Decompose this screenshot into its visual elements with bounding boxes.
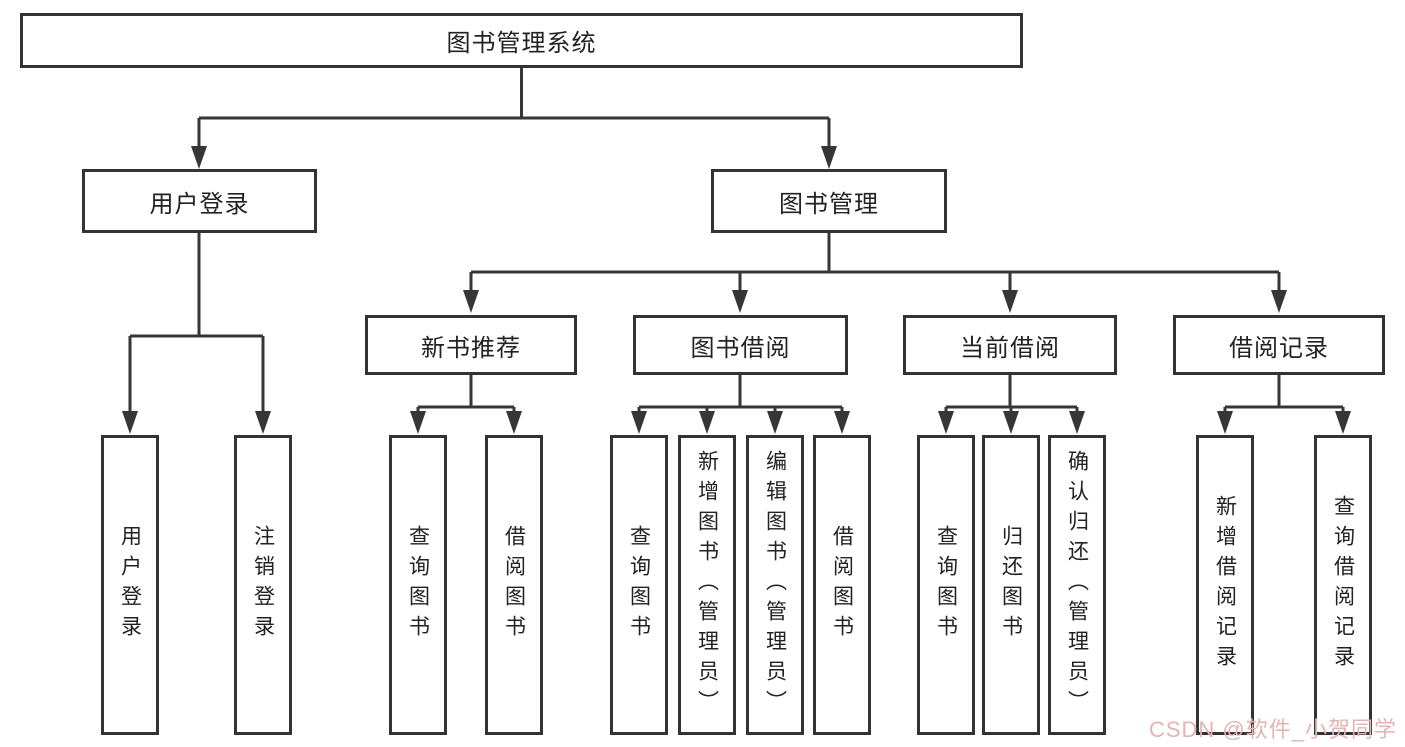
- leaf-recommend-query-books-label: 查询图书: [406, 525, 430, 645]
- arrow-down-icon: [122, 411, 138, 434]
- node-current-borrowing-label: 当前借阅: [960, 334, 1060, 362]
- arrow-down-icon: [1003, 411, 1019, 434]
- leaf-borrowing-add-books-admin: 新增图书（管理员）: [678, 435, 736, 735]
- node-book-management-label: 图书管理: [779, 190, 879, 218]
- leaf-record-query-label: 查询借阅记录: [1331, 495, 1355, 675]
- arrow-down-icon: [938, 411, 954, 434]
- csdn-watermark: CSDN @软件_小贺同学: [1148, 717, 1397, 742]
- connector-borrowing-to-leaves: [631, 375, 850, 434]
- connector-userlogin-to-leaves: [122, 233, 271, 434]
- leaf-recommend-query-books: 查询图书: [389, 435, 447, 735]
- leaf-borrowing-edit-books-admin-label: 编辑图书（管理员）: [763, 450, 787, 720]
- leaf-borrowing-add-books-admin-label: 新增图书（管理员）: [695, 450, 719, 720]
- arrow-down-icon: [1069, 411, 1085, 434]
- node-book-borrowing: 图书借阅: [633, 315, 848, 375]
- leaf-current-confirm-return-admin: 确认归还（管理员）: [1048, 435, 1106, 735]
- arrow-down-icon: [834, 411, 850, 434]
- node-current-borrowing: 当前借阅: [903, 315, 1117, 375]
- connector-root-to-level2: [191, 68, 837, 169]
- arrow-down-icon: [631, 411, 647, 434]
- leaf-user-login: 用户登录: [101, 435, 159, 735]
- leaf-current-return-books: 归还图书: [982, 435, 1040, 735]
- connector-current-to-leaves: [938, 375, 1085, 434]
- leaf-logout-label: 注销登录: [251, 525, 275, 645]
- arrow-down-icon: [699, 411, 715, 434]
- node-root-label: 图书管理系统: [446, 30, 597, 57]
- leaf-borrowing-borrow-books: 借阅图书: [813, 435, 871, 735]
- connector-bookmgmt-to-level3: [463, 233, 1287, 313]
- leaf-record-add: 新增借阅记录: [1196, 435, 1254, 735]
- leaf-record-query: 查询借阅记录: [1314, 435, 1372, 735]
- node-new-book-recommend-label: 新书推荐: [421, 334, 521, 362]
- arrow-down-icon: [255, 411, 271, 434]
- leaf-user-login-label: 用户登录: [118, 525, 142, 645]
- leaf-current-query-books-label: 查询图书: [934, 525, 958, 645]
- node-book-management: 图书管理: [711, 169, 947, 233]
- leaf-current-confirm-return-admin-label: 确认归还（管理员）: [1065, 450, 1089, 720]
- leaf-borrowing-query-books-label: 查询图书: [627, 525, 651, 645]
- arrow-down-icon: [1335, 411, 1351, 434]
- arrow-down-icon: [1217, 411, 1233, 434]
- leaf-borrowing-edit-books-admin: 编辑图书（管理员）: [746, 435, 804, 735]
- arrow-down-icon: [463, 290, 479, 313]
- arrow-down-icon: [191, 146, 207, 169]
- node-borrowing-records: 借阅记录: [1173, 315, 1385, 375]
- leaf-recommend-borrow-books-label: 借阅图书: [502, 525, 526, 645]
- node-book-borrowing-label: 图书借阅: [690, 334, 791, 362]
- arrow-down-icon: [767, 411, 783, 434]
- arrow-down-icon: [1271, 290, 1287, 313]
- arrow-down-icon: [821, 146, 837, 169]
- arrow-down-icon: [1002, 290, 1018, 313]
- connector-records-to-leaves: [1217, 375, 1351, 434]
- leaf-borrowing-borrow-books-label: 借阅图书: [830, 525, 854, 645]
- connector-newbook-to-leaves: [410, 375, 522, 434]
- node-user-login: 用户登录: [82, 169, 317, 233]
- node-borrowing-records-label: 借阅记录: [1229, 334, 1329, 362]
- arrow-down-icon: [410, 411, 426, 434]
- leaf-record-add-label: 新增借阅记录: [1213, 495, 1237, 675]
- node-root: 图书管理系统: [20, 13, 1023, 68]
- arrow-down-icon: [732, 290, 748, 313]
- leaf-logout: 注销登录: [234, 435, 292, 735]
- node-new-book-recommend: 新书推荐: [365, 315, 577, 375]
- leaf-current-return-books-label: 归还图书: [999, 525, 1023, 645]
- arrow-down-icon: [506, 411, 522, 434]
- leaf-recommend-borrow-books: 借阅图书: [485, 435, 543, 735]
- leaf-borrowing-query-books: 查询图书: [610, 435, 668, 735]
- leaf-current-query-books: 查询图书: [917, 435, 975, 735]
- node-user-login-label: 用户登录: [149, 190, 250, 218]
